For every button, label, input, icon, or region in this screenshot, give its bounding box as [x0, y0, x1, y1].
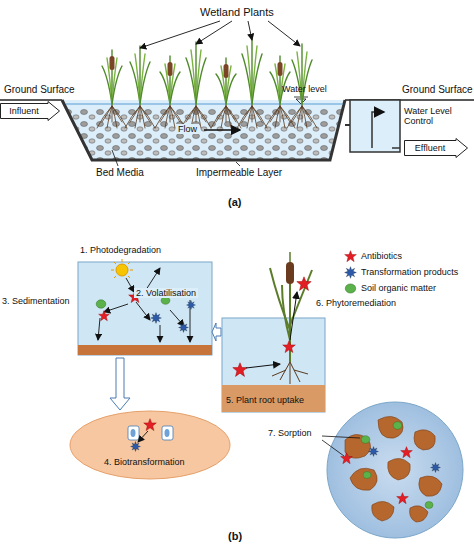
legend-star-blue [345, 267, 357, 279]
text-label: 4. Biotransformation [104, 457, 185, 467]
arrow-label: Influent [0, 101, 48, 116]
text-label: Ground Surface [402, 84, 473, 96]
text-label: 6. Phytoremediation [316, 298, 396, 308]
legend-star-red [345, 251, 357, 262]
legend-text: Transformation products [361, 267, 458, 277]
text-label: 5. Plant root uptake [226, 395, 304, 405]
legend-dot-green [345, 284, 355, 293]
legend-text: Soil organic matter [361, 283, 436, 293]
text-label: Water level [282, 84, 327, 94]
text-label: Bed Media [96, 167, 144, 179]
legend-text: Antibiotics [361, 251, 402, 261]
text-label: Wetland Plants [200, 6, 274, 19]
flow-arrow: Influent [0, 101, 60, 121]
text-label: 7. Sorption [268, 428, 312, 438]
text-label: Water Level Control [404, 106, 466, 127]
text-label: (a) [228, 196, 241, 209]
text-label: 2. Volatilisation [134, 288, 198, 298]
arrow-label: Effluent [404, 138, 456, 153]
text-label: Impermeable Layer [196, 167, 282, 179]
text-label: Flow [176, 124, 199, 134]
text-label: Ground Surface [4, 84, 75, 96]
flow-arrow: Effluent [404, 138, 468, 158]
text-label: 1. Photodegradation [80, 245, 161, 255]
text-label: 3. Sedimentation [2, 296, 70, 306]
text-label: (b) [228, 530, 242, 543]
